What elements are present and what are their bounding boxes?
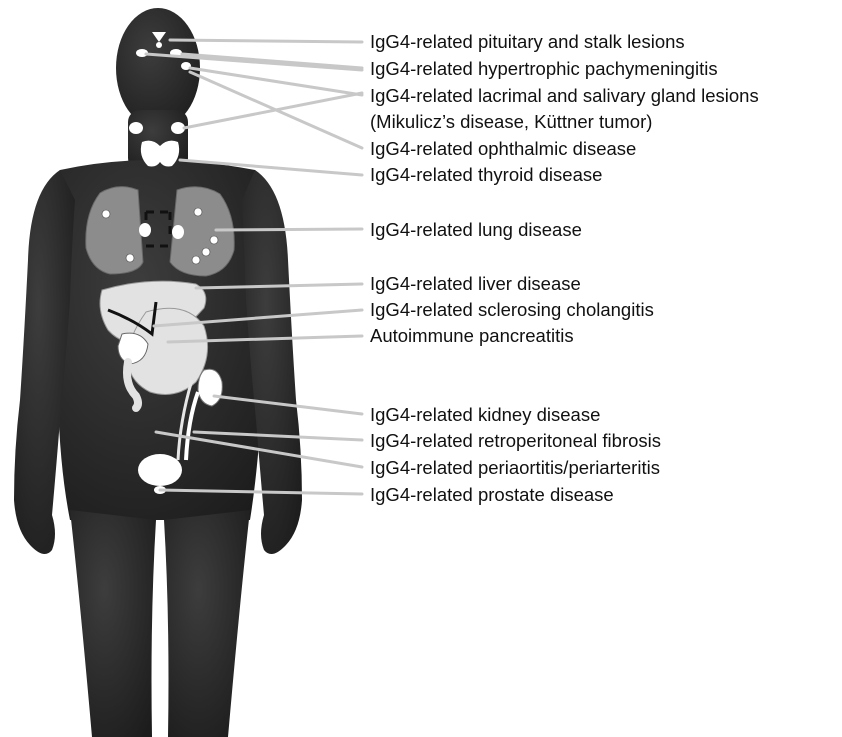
label-sclerosing-cholangitis: IgG4-related sclerosing cholangitis <box>370 299 654 321</box>
pituitary-stalk-lesion <box>156 42 162 48</box>
leader-ophthalmic <box>190 72 362 148</box>
left-leg <box>70 510 156 737</box>
label-autoimmune-pancreatitis: Autoimmune pancreatitis <box>370 325 574 347</box>
lung-lesion-2 <box>126 254 134 262</box>
lung-lesion-3 <box>194 208 202 216</box>
label-ophthalmic: IgG4-related ophthalmic disease <box>370 138 636 160</box>
leader-salivary <box>184 93 362 128</box>
right-leg <box>164 510 250 737</box>
bladder <box>138 454 182 486</box>
label-retroperitoneal-fibrosis: IgG4-related retroperitoneal fibrosis <box>370 430 661 452</box>
label-mikulicz-kuttner: (Mikulicz’s disease, Küttner tumor) <box>370 111 652 133</box>
leader-lacrimal <box>190 68 362 95</box>
label-thyroid: IgG4-related thyroid disease <box>370 164 602 186</box>
lung-lesion-1 <box>102 210 110 218</box>
hilar-node-right <box>172 225 184 239</box>
salivary-lesion-left <box>129 122 143 134</box>
label-pachymeningitis: IgG4-related hypertrophic pachymeningiti… <box>370 58 718 80</box>
leader-pituitary <box>170 40 362 42</box>
label-lung: IgG4-related lung disease <box>370 219 582 241</box>
hilar-node-left <box>139 223 151 237</box>
leader-pachymeningitis <box>182 54 362 68</box>
label-lacrimal-salivary: IgG4-related lacrimal and salivary gland… <box>370 85 759 107</box>
lung-lesion-5 <box>210 236 218 244</box>
leader-lung <box>216 229 362 230</box>
label-pituitary-stalk: IgG4-related pituitary and stalk lesions <box>370 31 685 53</box>
lung-lesion-6 <box>192 256 200 264</box>
label-prostate: IgG4-related prostate disease <box>370 484 614 506</box>
kidney <box>198 369 222 406</box>
label-kidney: IgG4-related kidney disease <box>370 404 600 426</box>
label-liver: IgG4-related liver disease <box>370 273 581 295</box>
label-periaortitis: IgG4-related periaortitis/periarteritis <box>370 457 660 479</box>
lung-lesion-4 <box>202 248 210 256</box>
